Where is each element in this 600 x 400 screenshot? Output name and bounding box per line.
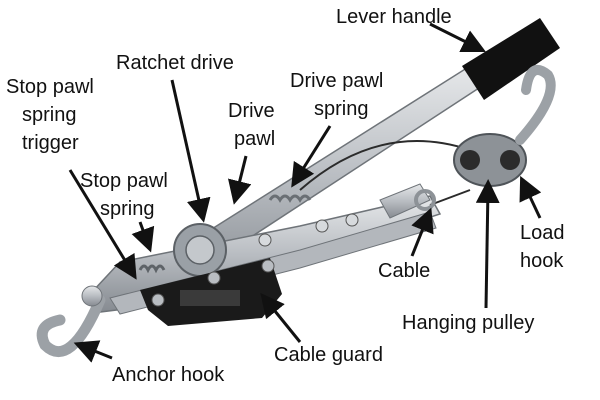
label-cable-guard: Cable guard bbox=[274, 344, 383, 366]
load-hook bbox=[515, 65, 556, 145]
label-stop-pawl-spring-trigger-line1: Stop pawl bbox=[6, 76, 94, 98]
label-load-hook-line2: hook bbox=[520, 250, 564, 272]
cable-line bbox=[299, 140, 471, 191]
arrow-hanging-pulley bbox=[475, 179, 500, 309]
label-anchor-hook: Anchor hook bbox=[112, 364, 225, 386]
arrow-cable-guard bbox=[260, 293, 302, 343]
arrow-load-hook bbox=[519, 175, 542, 219]
label-lever-handle: Lever handle bbox=[336, 6, 452, 28]
arrow-drive-pawl bbox=[227, 155, 252, 205]
arrow-cable bbox=[410, 207, 434, 257]
label-stop-pawl-spring-trigger-line2: spring bbox=[22, 104, 77, 126]
label-stop-pawl-spring-line2: spring bbox=[100, 198, 155, 220]
label-drive-pawl-line1: Drive bbox=[228, 100, 275, 122]
arrow-drive-pawl-spring bbox=[291, 125, 332, 188]
arrow-stop-pawl-spring-trigger bbox=[68, 169, 137, 280]
label-stop-pawl-spring-trigger-line3: trigger bbox=[22, 132, 79, 154]
label-hanging-pulley: Hanging pulley bbox=[402, 312, 535, 334]
arrow-ratchet-drive bbox=[170, 79, 211, 223]
arrow-stop-pawl-spring bbox=[131, 221, 155, 253]
label-load-hook-line1: Load bbox=[520, 222, 565, 244]
label-stop-pawl-spring-line1: Stop pawl bbox=[80, 170, 168, 192]
arrow-lever-handle bbox=[429, 22, 487, 53]
stop-pawl-spring-coil bbox=[138, 264, 166, 274]
label-cable: Cable bbox=[378, 260, 431, 282]
label-drive-pawl-spring-line2: spring bbox=[314, 98, 369, 120]
anchor-hook bbox=[36, 294, 106, 357]
label-ratchet-drive: Ratchet drive bbox=[116, 52, 234, 74]
label-drive-pawl-spring-line1: Drive pawl bbox=[290, 70, 384, 92]
drive-pawl-spring bbox=[268, 194, 312, 203]
arrow-anchor-hook bbox=[73, 340, 113, 363]
label-drive-pawl-line2: pawl bbox=[234, 128, 276, 150]
lever-handle-grip bbox=[462, 18, 560, 100]
